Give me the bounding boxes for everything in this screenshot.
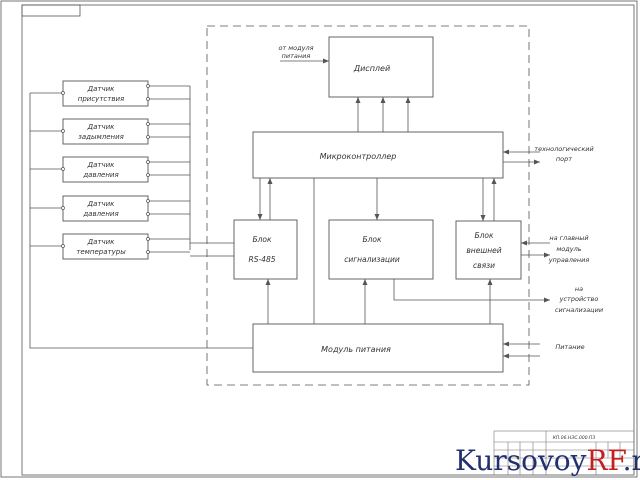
rs485-block [233, 219, 298, 280]
external-link-block [455, 220, 522, 280]
power-module-label: Модуль питания [321, 345, 391, 354]
sensor-smoke-label-2: задымления [78, 133, 124, 141]
watermark-part1: Kursovoy [455, 444, 587, 477]
sensor-smoke-label-1: Датчик [87, 123, 116, 131]
signaling-label-1: Блок [362, 235, 382, 244]
external-link-label-2: внешней [466, 246, 501, 255]
connector-dots [61, 84, 150, 254]
watermark-part3: .ru [623, 444, 640, 477]
device-enclosure [206, 25, 530, 386]
microcontroller-block [252, 131, 504, 179]
sensor-pressure1-label-1: Датчик [87, 161, 116, 169]
display-label: Дисплей [353, 64, 390, 73]
power-in-label: Питание [555, 343, 584, 351]
display-block [328, 36, 434, 98]
sensor-pressure2-label-2: давления [82, 210, 118, 218]
title-block-code: КП.06.НЭС.000.ПЗ [553, 435, 596, 441]
microcontroller-label: Микроконтроллер [320, 152, 397, 161]
tech-port-label-1: технологический [534, 145, 593, 153]
main-control-label-3: управления [548, 256, 590, 264]
main-control-label-2: модуль [556, 245, 581, 253]
signaling-block [328, 219, 434, 280]
from-power-label-2: питания [282, 52, 311, 60]
connection-lines [29, 60, 550, 357]
external-link-label-3: связи [473, 261, 495, 270]
sensor-pressure2-label-1: Датчик [87, 200, 116, 208]
watermark-part2: RF [586, 444, 626, 477]
inner-frame [21, 4, 635, 476]
signaling-label-2: сигнализации [344, 255, 400, 264]
signal-device-label-1: на [575, 285, 583, 293]
title-block [493, 430, 635, 476]
corner-stamp [21, 4, 81, 17]
signal-device-label-2: устройство [559, 295, 599, 303]
rs485-label-2: RS-485 [249, 255, 276, 264]
signal-device-label-3: сигнализации [555, 306, 603, 314]
sensor-presence-label-2: присутствия [78, 95, 124, 103]
external-link-label-1: Блок [474, 231, 494, 240]
arrowheads [257, 58, 550, 359]
sensor-pressure1-label-2: давления [82, 171, 118, 179]
sensor-temperature-label-1: Датчик [87, 238, 116, 246]
main-control-label-1: на главный [549, 234, 588, 242]
rs485-label-1: Блок [252, 235, 272, 244]
sensor-presence-label-1: Датчик [87, 85, 116, 93]
watermark: KursovoyRF.ru [455, 444, 640, 477]
from-power-label-1: от модуля [278, 44, 313, 52]
sensor-temperature-label-2: температуры [76, 248, 126, 256]
tech-port-label-2: порт [556, 155, 572, 163]
